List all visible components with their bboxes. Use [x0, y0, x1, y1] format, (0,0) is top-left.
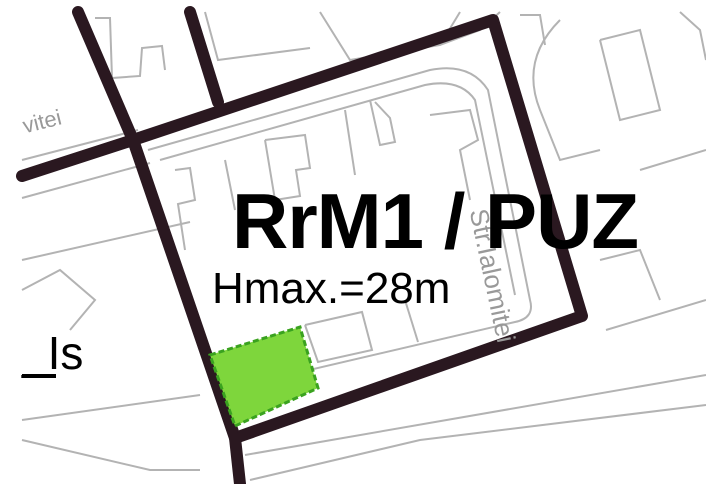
zone-boundaries [16, 6, 588, 484]
parcel-line [224, 159, 236, 211]
parcel-lines [21, 11, 706, 481]
boundary-line [72, 6, 139, 146]
zone-boundary-polygon [127, 14, 588, 444]
zone-fragment-label: _Is [22, 327, 84, 379]
boundary-line [229, 432, 246, 484]
parcel-line [599, 248, 661, 301]
parcel-line [244, 374, 706, 456]
parcel-line [679, 11, 706, 61]
parcel-line [639, 149, 706, 171]
green-area [208, 325, 320, 429]
parcel-line [369, 99, 397, 147]
parcel-line [174, 166, 197, 251]
parcel-line [304, 310, 374, 364]
parcel-line [264, 133, 312, 202]
parcel-line [21, 439, 200, 471]
parcel-line [599, 28, 662, 122]
parcel-line [21, 129, 139, 161]
parcel-line [605, 299, 706, 331]
parcel-line [21, 394, 201, 421]
parcel-line [147, 67, 532, 386]
parcel-line [429, 108, 480, 201]
parcel-line [520, 14, 546, 46]
parcel-line [532, 19, 601, 162]
parcel-line [159, 82, 516, 296]
parcel-line [21, 162, 151, 199]
parcel-line [249, 404, 706, 481]
parcel-line [204, 11, 311, 62]
parcel-line [21, 268, 97, 331]
parcel-line [344, 109, 356, 176]
boundary-line [184, 6, 224, 108]
zone-code-label: RrM1 / PUZ [232, 177, 639, 265]
parcel-line [404, 299, 419, 343]
boundary-line [16, 134, 139, 182]
height-limit-label: Hmax.=28m [212, 264, 451, 313]
parcel-line [95, 17, 166, 80]
